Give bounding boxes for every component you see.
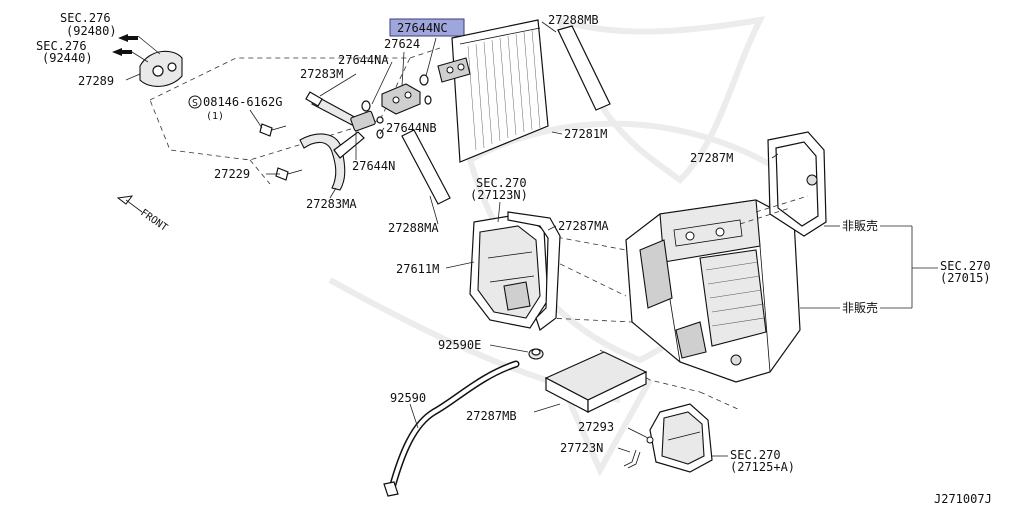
label-sec270-27015[interactable]: SEC.270 bbox=[940, 259, 991, 273]
label-27283MA[interactable]: 27283MA bbox=[306, 197, 357, 211]
circled-s-icon: S bbox=[188, 95, 202, 109]
label-27283M[interactable]: 27283M bbox=[300, 67, 343, 81]
label-sec270-27123N[interactable]: SEC.270 bbox=[476, 176, 527, 190]
bolt-27229[interactable] bbox=[275, 167, 303, 181]
evaporator-core-27281M[interactable] bbox=[437, 19, 549, 163]
seal-strip-27288MA[interactable] bbox=[401, 129, 451, 205]
drain-grommet-92590E[interactable] bbox=[528, 348, 544, 360]
label-sec276-92480[interactable]: SEC.276 bbox=[60, 11, 111, 25]
case-half-27611M[interactable] bbox=[469, 213, 549, 329]
label-27644NC[interactable]: 27644NC bbox=[397, 21, 448, 35]
label-27723N[interactable]: 27723N bbox=[560, 441, 603, 455]
label-27289[interactable]: 27289 bbox=[78, 74, 114, 88]
bracket-27723N[interactable] bbox=[623, 449, 641, 469]
label-27287M[interactable]: 27287M bbox=[690, 151, 733, 165]
label-27288MB[interactable]: 27288MB bbox=[548, 13, 599, 27]
label-sec276-92440-ref[interactable]: (92440) bbox=[42, 51, 93, 65]
duct-sec270-27125A[interactable] bbox=[649, 403, 713, 473]
label-27287MB[interactable]: 27287MB bbox=[466, 409, 517, 423]
label-08146-6162G[interactable]: 08146-6162G bbox=[203, 95, 282, 109]
label-bolt-quantity: (1) bbox=[206, 111, 224, 122]
case-gasket-27287M[interactable] bbox=[767, 131, 827, 237]
label-27281M[interactable]: 27281M bbox=[564, 127, 607, 141]
label-front: FRONT bbox=[138, 207, 169, 233]
label-sec276-92440[interactable]: SEC.276 bbox=[36, 39, 87, 53]
label-27229[interactable]: 27229 bbox=[214, 167, 250, 181]
label-sec270-27123N-ref[interactable]: (27123N) bbox=[470, 188, 528, 202]
label-92590[interactable]: 92590 bbox=[390, 391, 426, 405]
label-27288MA[interactable]: 27288MA bbox=[388, 221, 439, 235]
label-not-sold-upper: 非販売 bbox=[842, 218, 878, 233]
clip-arrow-icons bbox=[112, 34, 138, 56]
front-arrow-icon bbox=[116, 195, 143, 213]
label-27644N[interactable]: 27644N bbox=[352, 159, 395, 173]
label-27287MA[interactable]: 27287MA bbox=[558, 219, 609, 233]
label-sec270-27125A-ref[interactable]: (27125+A) bbox=[730, 460, 795, 474]
label-27644NB[interactable]: 27644NB bbox=[386, 121, 437, 135]
highlighted-part-27644NC[interactable]: 27644NC bbox=[389, 18, 465, 37]
grommet-assembly[interactable] bbox=[139, 50, 183, 87]
bolt-08146[interactable] bbox=[259, 123, 287, 137]
label-sec270-27125A[interactable]: SEC.270 bbox=[730, 448, 781, 462]
drain-hose-92590[interactable] bbox=[383, 360, 520, 497]
label-27624[interactable]: 27624 bbox=[384, 37, 420, 51]
label-sec276-92480-ref[interactable]: (92480) bbox=[66, 24, 117, 38]
expansion-valve-fitting[interactable] bbox=[350, 110, 384, 132]
heater-unit-housing[interactable] bbox=[625, 199, 801, 383]
diagram-code: J271007J bbox=[934, 492, 992, 506]
gasket-27287MA[interactable] bbox=[507, 211, 561, 331]
label-27644NA[interactable]: 27644NA bbox=[338, 53, 389, 67]
seal-block-27624[interactable] bbox=[381, 83, 421, 115]
clip-27293[interactable] bbox=[646, 436, 654, 444]
seal-27287MB[interactable] bbox=[544, 351, 648, 413]
seal-strip-27288MB[interactable] bbox=[557, 25, 611, 111]
label-92590E[interactable]: 92590E bbox=[438, 338, 481, 352]
svg-text:S: S bbox=[192, 98, 198, 109]
label-27293[interactable]: 27293 bbox=[578, 420, 614, 434]
label-not-sold-lower: 非販売 bbox=[842, 300, 878, 315]
pipe-27283MA[interactable] bbox=[299, 131, 365, 191]
label-27611M[interactable]: 27611M bbox=[396, 262, 439, 276]
label-sec270-27015-ref[interactable]: (27015) bbox=[940, 271, 991, 285]
